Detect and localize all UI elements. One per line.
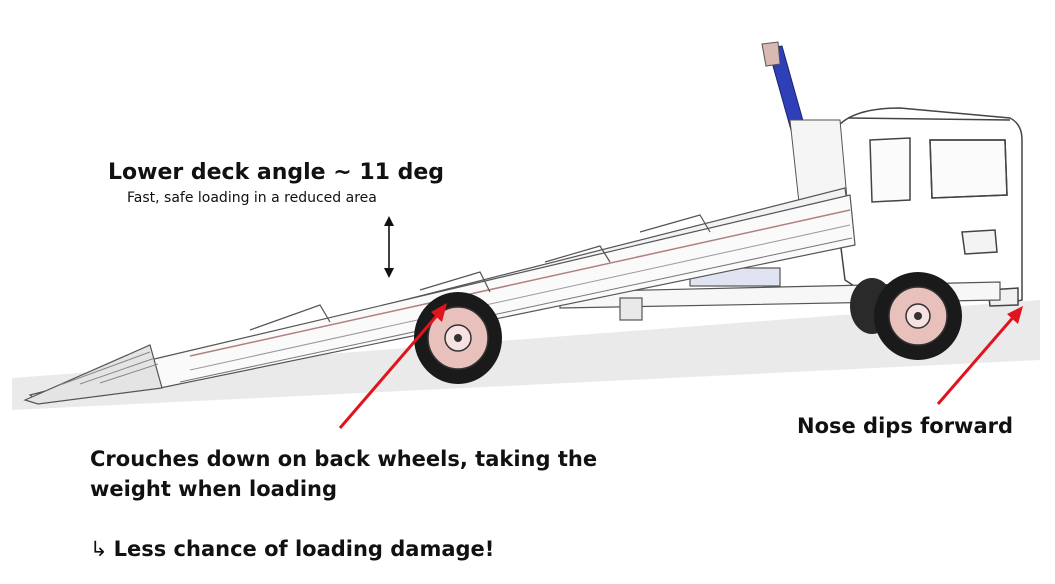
red-arrow-icon [936, 306, 1023, 405]
deck-angle-subtitle: Fast, safe loading in a reduced area [127, 190, 377, 206]
nose-dips-label: Nose dips forward [797, 414, 1014, 438]
double-arrow-icon [384, 216, 394, 278]
benefit-note: ↳Less chance of loading damage! [90, 537, 494, 561]
tilted-deck [23, 187, 856, 405]
crouch-label-line-1: Crouches down on back wheels, taking the [90, 447, 598, 471]
blue-tower [761, 41, 849, 213]
truck-cab [834, 107, 1023, 313]
arrow-down-right-icon: ↳ [90, 537, 108, 561]
benefit-text: Less chance of loading damage! [113, 537, 495, 561]
red-arrow-icon [338, 303, 447, 429]
front-wheel [850, 272, 962, 360]
deck-angle-title: Lower deck angle ~ 11 deg [108, 160, 445, 185]
crouch-label-line-2: weight when loading [90, 477, 338, 501]
ground-shadow [12, 300, 1040, 410]
rear-wheel [414, 292, 502, 384]
